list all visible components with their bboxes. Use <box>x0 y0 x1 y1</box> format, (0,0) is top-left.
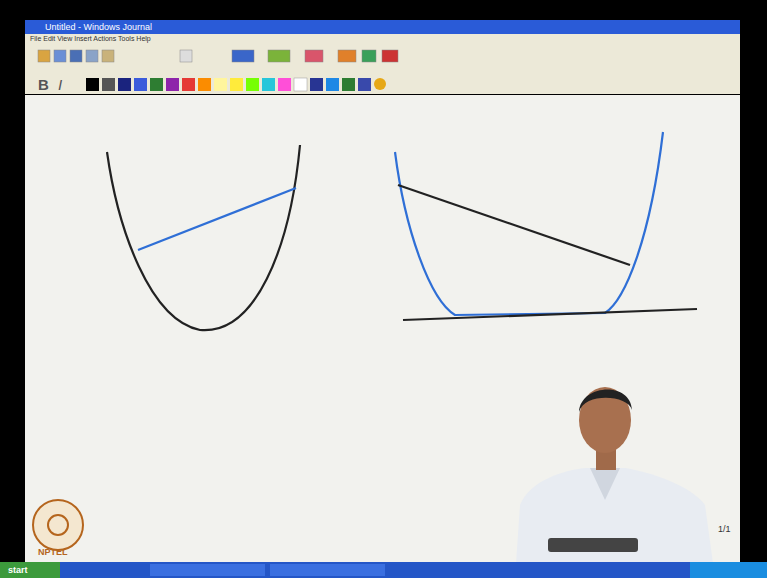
bold-button: B <box>38 77 49 92</box>
italic-button: I <box>58 77 62 92</box>
logo-text: NPTEL <box>38 548 68 557</box>
presenter <box>515 387 715 578</box>
start-button: start <box>8 566 28 575</box>
window-title: Untitled - Windows Journal <box>45 23 152 32</box>
page-counter: 1/1 <box>718 525 731 534</box>
menu-bar: File Edit View Insert Actions Tools Help <box>30 35 151 42</box>
